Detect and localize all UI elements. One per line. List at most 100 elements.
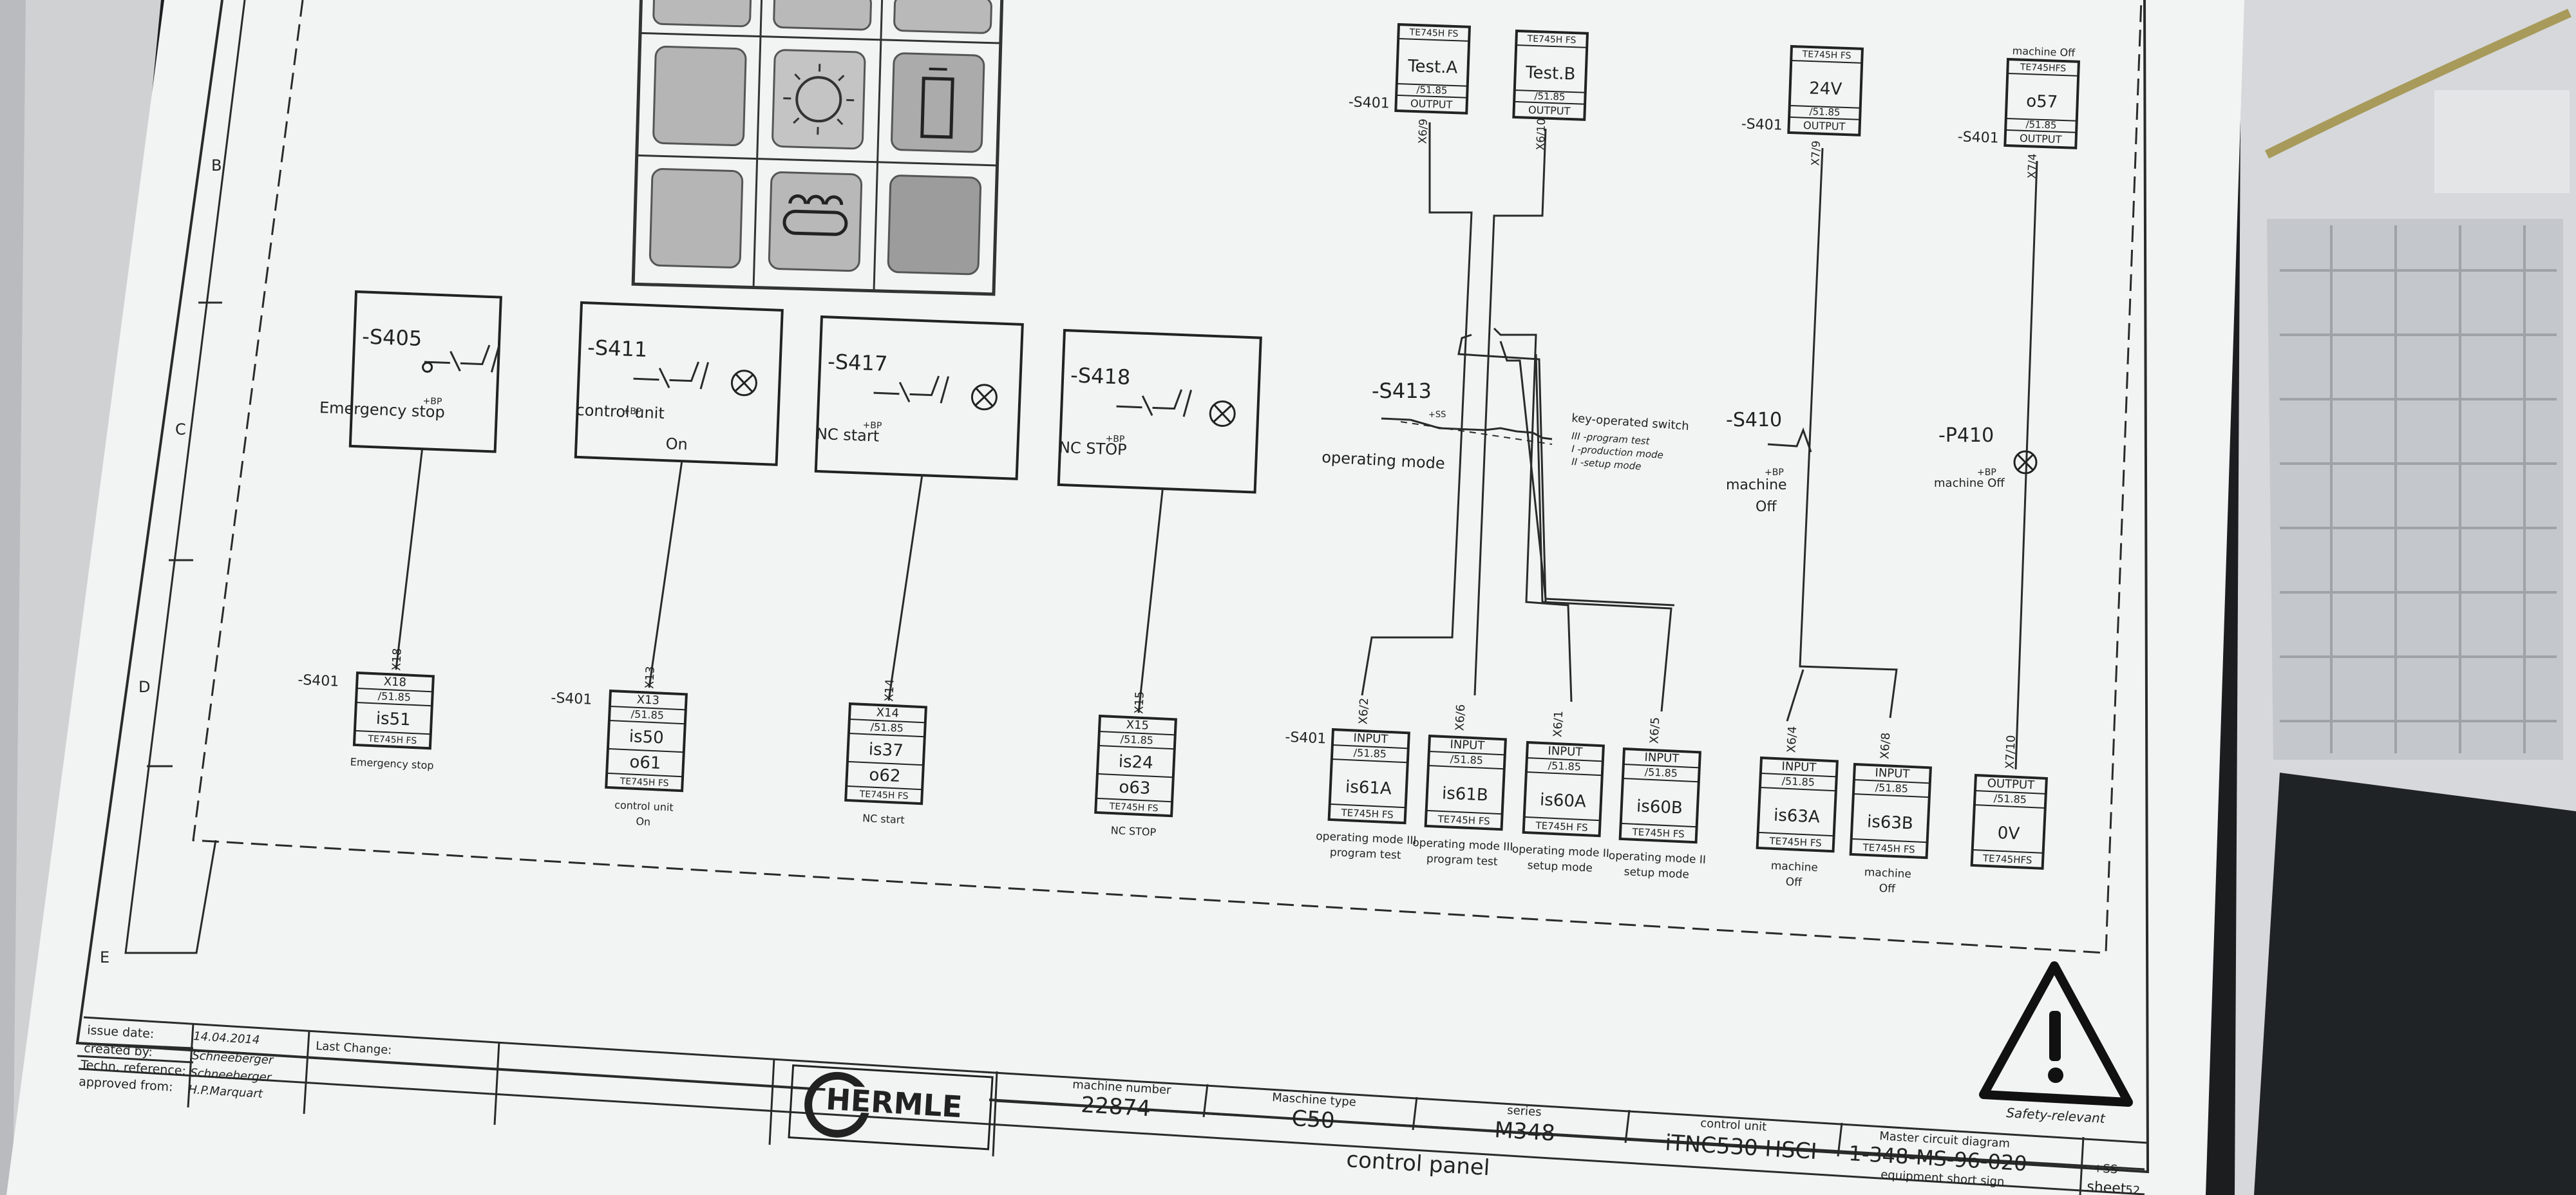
terminal-signal: is50 <box>629 727 664 748</box>
terminal-caption: NC start <box>862 812 905 826</box>
row-marker-e: E <box>100 948 109 966</box>
input-footer: TE745H FS <box>1631 826 1685 840</box>
input-signal: is63A <box>1773 805 1820 827</box>
x-tag: X6/4 <box>1785 726 1799 753</box>
switch-location: +BP <box>1105 434 1124 445</box>
hermle-logo: HERMLE <box>788 1064 994 1151</box>
door-key <box>891 52 985 153</box>
output-header: OUTPUT <box>1987 776 2035 792</box>
input-header: INPUT <box>1875 766 1911 781</box>
s401-tag: -S401 <box>298 672 339 690</box>
blank-key <box>887 174 982 276</box>
input-ref: /51.85 <box>1548 759 1581 773</box>
x-tag: X18 <box>390 648 404 671</box>
terminal-ref: /51.85 <box>377 690 411 703</box>
input-caption: machine <box>1770 860 1818 874</box>
x-tag: X6/5 <box>1647 717 1662 744</box>
s410-location: +BP <box>1765 467 1784 478</box>
p410-location: +BP <box>1977 467 1996 478</box>
output-header: TE745H FS <box>1526 33 1576 46</box>
input-caption-2: setup mode <box>1527 859 1593 875</box>
switch-label: NC STOP <box>1058 438 1127 459</box>
terminal-signal: is24 <box>1118 752 1153 773</box>
title-block: issue date: 14.04.2014 Last Change: crea… <box>77 1016 2148 1195</box>
output-signal: Test.A <box>1407 57 1458 78</box>
terminal-caption: NC STOP <box>1110 824 1157 838</box>
terminal-ref: /51.85 <box>1120 733 1153 746</box>
wire <box>1457 334 1547 603</box>
button-keypad <box>631 0 1004 296</box>
input-footer: TE745H FS <box>1862 842 1915 856</box>
mode-switch-id: -S413 <box>1372 379 1432 403</box>
s410-label: machine <box>1726 477 1787 493</box>
row-marker-b: B <box>211 156 222 174</box>
p410-id: -P410 <box>1938 424 1994 447</box>
input-caption-2: setup mode <box>1624 865 1689 881</box>
switch-label: control unit <box>576 401 665 422</box>
wire <box>940 376 950 404</box>
output-header: TE745H FS <box>1408 27 1458 39</box>
input-ref: /51.85 <box>1875 781 1908 795</box>
row-marker-c: C <box>175 420 186 438</box>
input-signal: is61B <box>1441 784 1488 805</box>
input-box <box>1522 740 1605 838</box>
x-tag: X15 <box>1132 691 1147 714</box>
wire <box>898 382 911 402</box>
terminal-signal: is51 <box>375 709 411 729</box>
wire <box>395 449 423 670</box>
input-signal: is60B <box>1636 796 1683 818</box>
series-label: series <box>1507 1104 1542 1119</box>
wire <box>1152 389 1183 410</box>
s410-label-2: Off <box>1756 499 1777 515</box>
input-signal: is61A <box>1345 777 1392 798</box>
output-footer: TE745HFS <box>1982 852 2032 866</box>
terminal-signal-2: o62 <box>869 766 901 786</box>
blank-key <box>652 46 747 146</box>
wire <box>1786 669 1804 722</box>
blank-key <box>649 167 744 268</box>
input-header: INPUT <box>1450 738 1486 753</box>
wire <box>648 460 683 688</box>
schematic-dashed-frame <box>192 0 2143 954</box>
input-footer: TE745H FS <box>1340 807 1394 821</box>
input-ref: /51.85 <box>1781 775 1815 788</box>
terminal-box <box>844 702 927 805</box>
company-name: HERMLE <box>825 1082 963 1124</box>
switch-id: -S405 <box>362 324 422 351</box>
switch-id: -S411 <box>587 335 648 362</box>
input-footer: TE745H FS <box>1768 835 1822 849</box>
s401-tag: -S401 <box>1741 116 1783 133</box>
output-ref: /51.85 <box>1534 90 1566 103</box>
input-box <box>1618 747 1701 844</box>
wire <box>1535 353 1672 712</box>
output-box <box>2003 57 2081 149</box>
series: M348 <box>1493 1117 1555 1147</box>
terminal-caption-2: On <box>636 815 651 828</box>
x-tag: X6/9 <box>1417 118 1430 144</box>
wire <box>1182 390 1193 417</box>
s410-id: -S410 <box>1726 409 1782 431</box>
output-header: TE745HFS <box>2020 62 2067 74</box>
terminal-header: X13 <box>636 693 659 708</box>
terminal-box <box>352 671 435 750</box>
machine-type: C50 <box>1291 1106 1335 1134</box>
terminal-footer: TE745H FS <box>619 776 669 789</box>
lamp-icon <box>795 76 842 123</box>
terminal-header: X15 <box>1126 718 1149 733</box>
s401-tag: -S401 <box>1348 94 1390 111</box>
wire <box>450 351 461 372</box>
indicator-lamp-icon <box>1209 400 1236 428</box>
terminal-signal-2: o63 <box>1119 778 1151 798</box>
input-ref: /51.85 <box>1353 746 1387 760</box>
switch-label-2: On <box>665 435 688 453</box>
